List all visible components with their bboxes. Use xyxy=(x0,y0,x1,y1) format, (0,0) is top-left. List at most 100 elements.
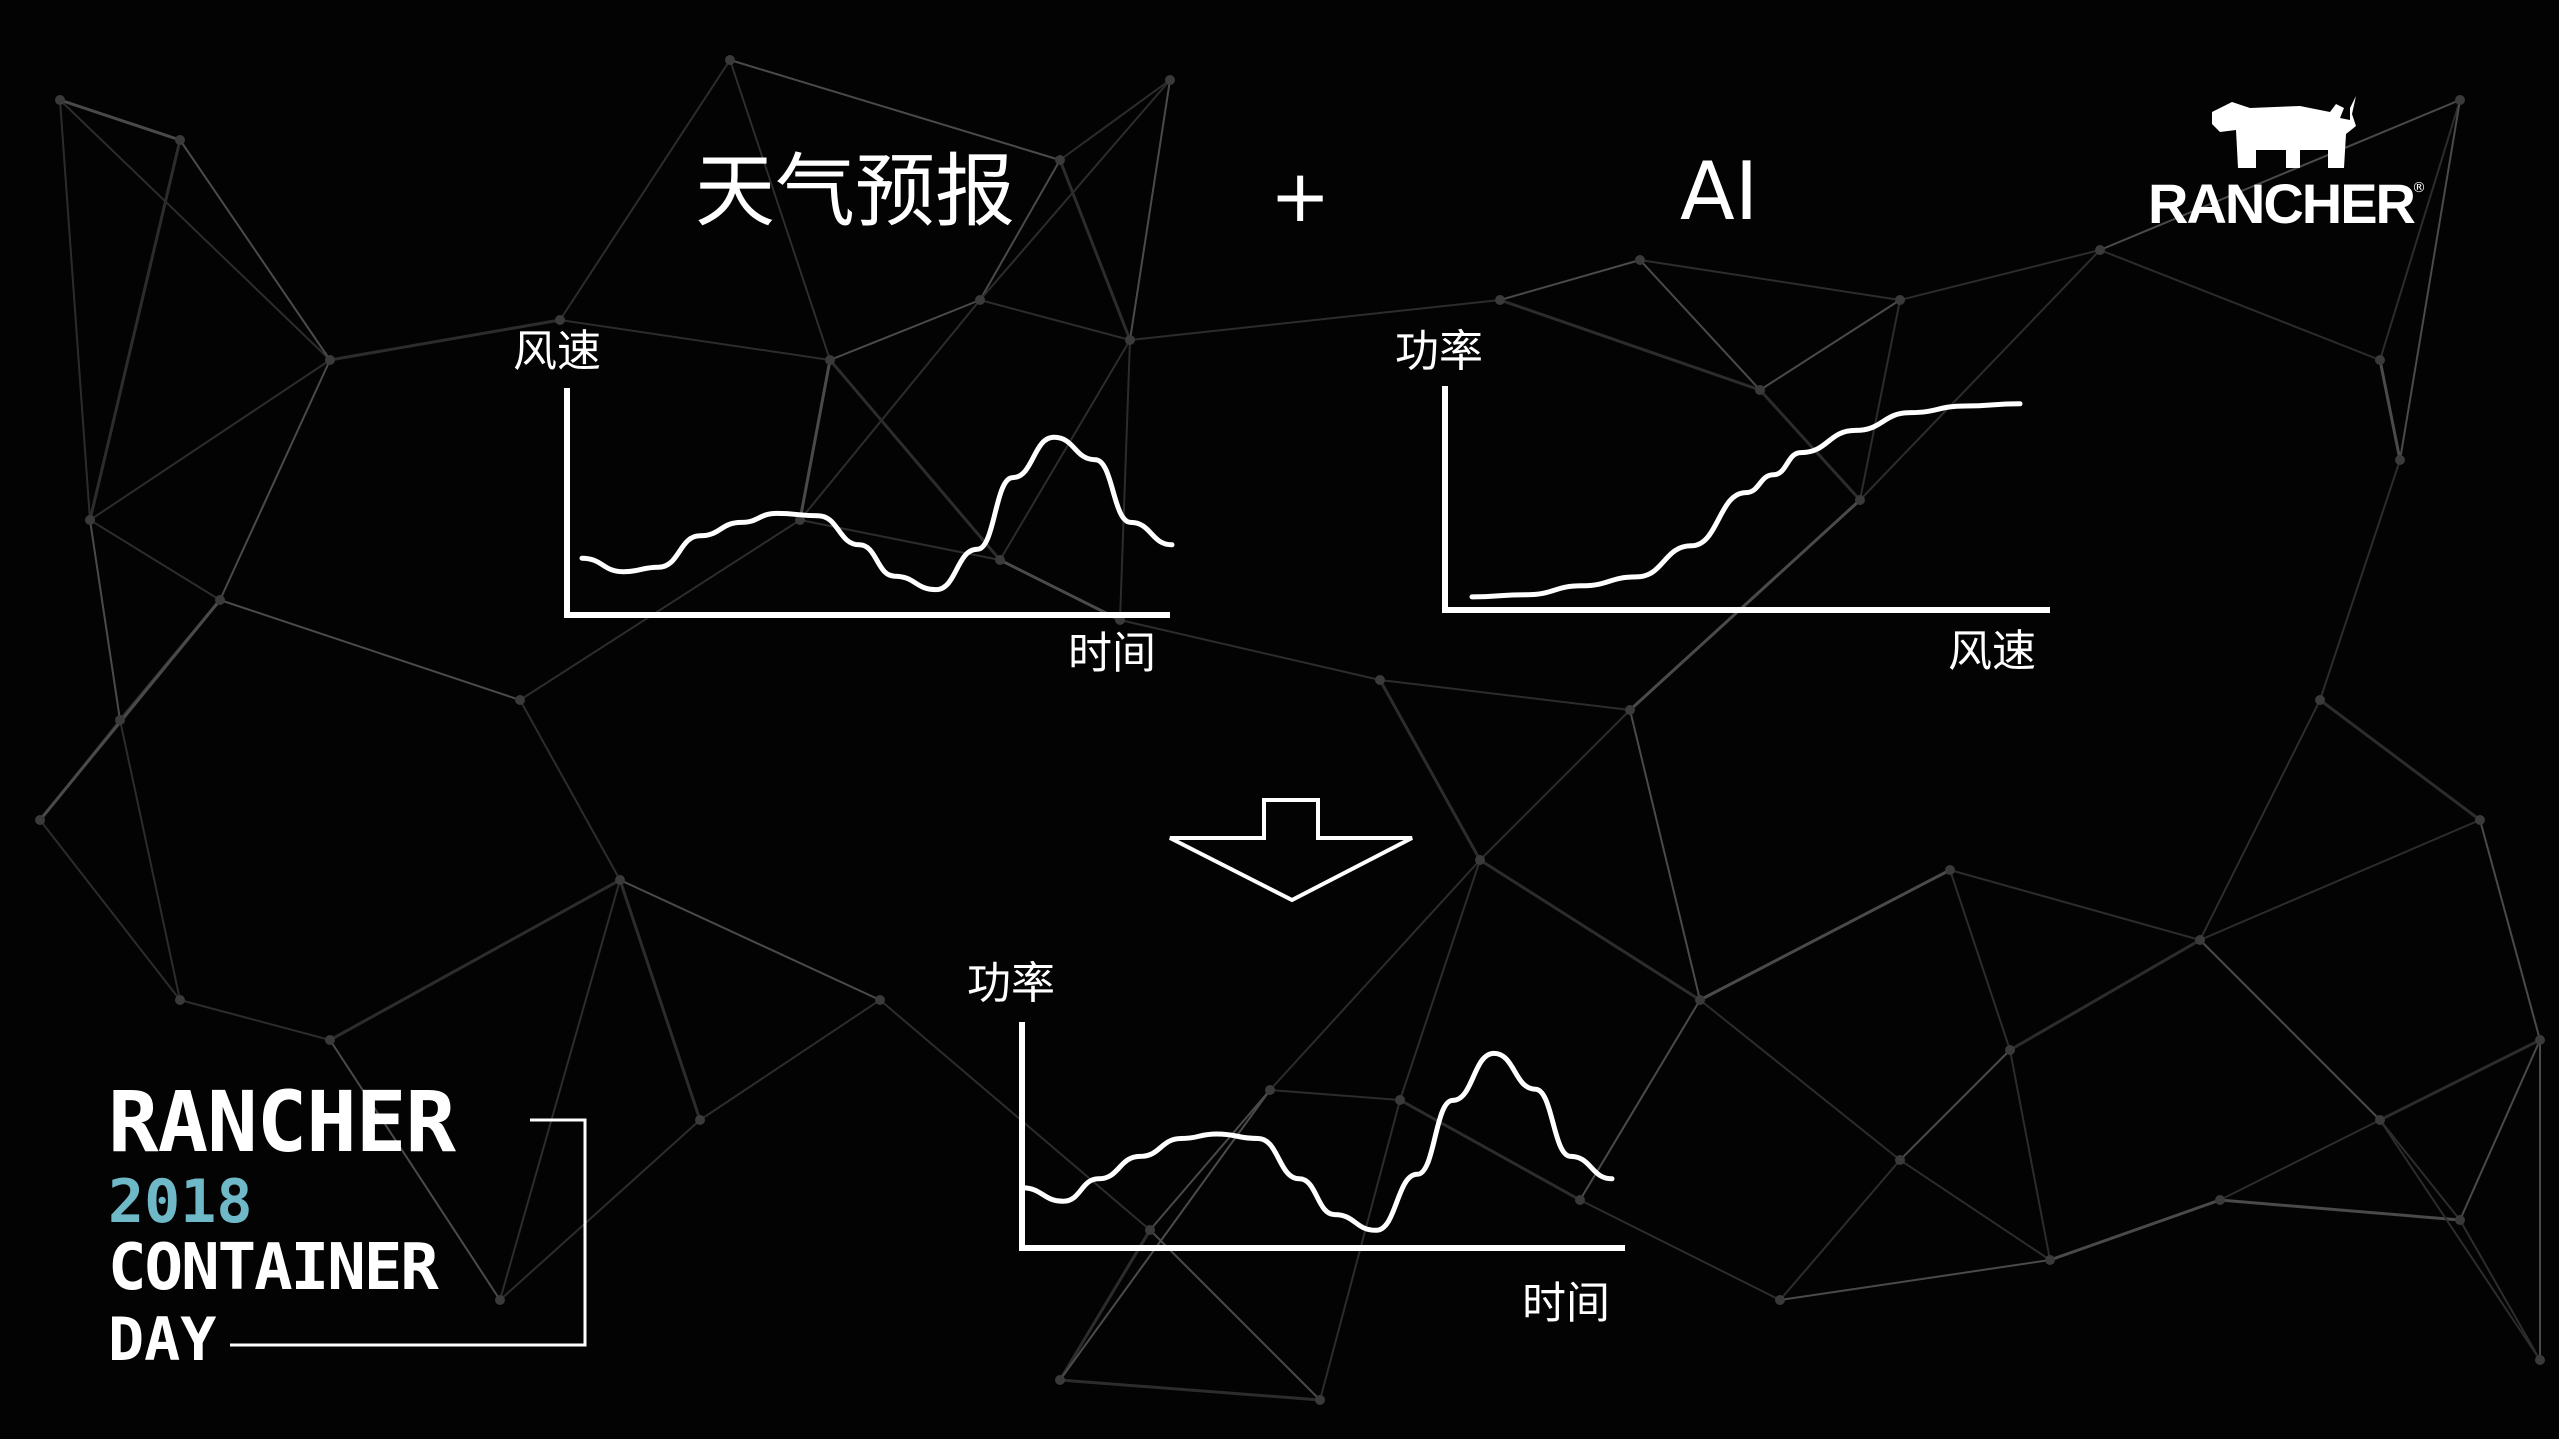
mesh-node xyxy=(1755,385,1765,395)
mesh-node xyxy=(1575,1195,1585,1205)
mesh-edge xyxy=(619,879,881,1001)
mesh-node xyxy=(325,355,335,365)
mesh-edge xyxy=(1758,388,1862,502)
mesh-edge xyxy=(1949,869,2011,1051)
mesh-node xyxy=(2535,1355,2545,1365)
mesh-edge xyxy=(1149,1089,1271,1231)
plus-sign: + xyxy=(1270,154,1331,238)
mesh-edge xyxy=(1699,999,1901,1161)
mesh-node xyxy=(2475,815,2485,825)
mesh-node xyxy=(215,595,225,605)
mesh-node xyxy=(1895,295,1905,305)
mesh-node xyxy=(515,695,525,705)
mesh-edge xyxy=(59,99,91,521)
mesh-edge xyxy=(519,519,801,701)
mesh-edge xyxy=(329,878,621,1042)
mesh-edge xyxy=(39,819,181,1001)
mesh-node xyxy=(2375,355,2385,365)
mesh-node xyxy=(115,715,125,725)
mesh-edge xyxy=(729,59,831,361)
mesh-node xyxy=(1145,1225,1155,1235)
mesh-edge xyxy=(1499,259,1641,301)
mesh-edge xyxy=(1059,79,1171,161)
event-brand-year: 2018 xyxy=(108,1167,253,1237)
event-brand-rancher: RANCHER xyxy=(108,1073,456,1171)
mesh-edge xyxy=(1479,858,1701,1002)
mesh-node xyxy=(1265,1085,1275,1095)
mesh-node xyxy=(1945,865,1955,875)
power-curve-line xyxy=(1469,401,2023,600)
mesh-edge xyxy=(179,999,331,1041)
registered-mark: ® xyxy=(2412,180,2426,196)
mesh-edge xyxy=(999,339,1131,561)
mesh-edge xyxy=(2199,819,2481,941)
mesh-node xyxy=(325,1035,335,1045)
mesh-edge xyxy=(2378,359,2402,461)
mesh-edge xyxy=(2379,1119,2461,1221)
mesh-edge xyxy=(2009,938,2201,1052)
mesh-edge xyxy=(1129,299,1501,341)
power-result-chart xyxy=(1019,1022,1625,1251)
mesh-edge xyxy=(828,359,1002,561)
mesh-edge xyxy=(519,699,621,881)
mesh-node xyxy=(85,515,95,525)
wind-chart-axes xyxy=(564,388,1170,618)
mesh-node xyxy=(175,135,185,145)
mesh-node xyxy=(1855,495,1865,505)
mesh-edge xyxy=(219,599,521,701)
mesh-edge xyxy=(1149,1229,1321,1401)
mesh-edge xyxy=(89,359,331,521)
mesh-node xyxy=(1395,1095,1405,1105)
mesh-node xyxy=(615,875,625,885)
mesh-edge xyxy=(798,359,832,521)
mesh-edge xyxy=(2379,1119,2541,1361)
mesh-edge xyxy=(1899,1049,2011,1161)
mesh-edge xyxy=(119,719,181,1001)
mesh-edge xyxy=(2379,1038,2541,1122)
mesh-edge xyxy=(2009,1049,2051,1261)
event-frame-lines xyxy=(230,1118,587,1347)
mesh-node xyxy=(1315,1395,1325,1405)
rancher-cow-icon xyxy=(2212,96,2356,168)
wind-chart xyxy=(564,388,1175,618)
mesh-edge xyxy=(999,558,1121,622)
mesh-edge xyxy=(1499,298,1761,392)
mesh-edge xyxy=(2459,1039,2541,1221)
mesh-edge xyxy=(1759,299,1901,391)
mesh-edge xyxy=(2199,939,2381,1121)
mesh-edge xyxy=(1058,1229,1152,1381)
mesh-edge xyxy=(1579,999,1701,1201)
title-ai: AI xyxy=(1680,145,1759,238)
mesh-node xyxy=(695,1115,705,1125)
mesh-edge xyxy=(2459,1219,2541,1361)
wind-chart-ylabel: 风速 xyxy=(513,326,601,377)
mesh-node xyxy=(2215,1195,2225,1205)
mesh-edge xyxy=(1379,679,1631,711)
mesh-node xyxy=(2005,1045,2015,1055)
mesh-node xyxy=(825,355,835,365)
mesh-edge xyxy=(2199,699,2321,941)
mesh-edge xyxy=(2399,99,2461,461)
mesh-node xyxy=(1165,75,1175,85)
mesh-edge xyxy=(499,879,621,1301)
mesh-edge xyxy=(2479,819,2541,1041)
mesh-node xyxy=(1695,995,1705,1005)
mesh-edge xyxy=(729,59,1061,161)
mesh-edge xyxy=(1479,709,1631,861)
mesh-edge xyxy=(2099,99,2461,251)
power-result-axes xyxy=(1019,1022,1625,1251)
mesh-edge xyxy=(2049,1198,2221,1262)
mesh-edge xyxy=(1779,1259,2051,1301)
mesh-node xyxy=(55,95,65,105)
mesh-node xyxy=(875,995,885,1005)
wind-speed-line xyxy=(579,434,1175,593)
mesh-node xyxy=(975,295,985,305)
mesh-node xyxy=(2535,1035,2545,1045)
mesh-node xyxy=(1055,1375,1065,1385)
mesh-edge xyxy=(38,599,222,821)
mesh-edge xyxy=(1399,859,1481,1101)
mesh-edge xyxy=(829,299,981,361)
mesh-edge xyxy=(1629,709,1701,1001)
power-curve-chart xyxy=(1442,386,2050,613)
